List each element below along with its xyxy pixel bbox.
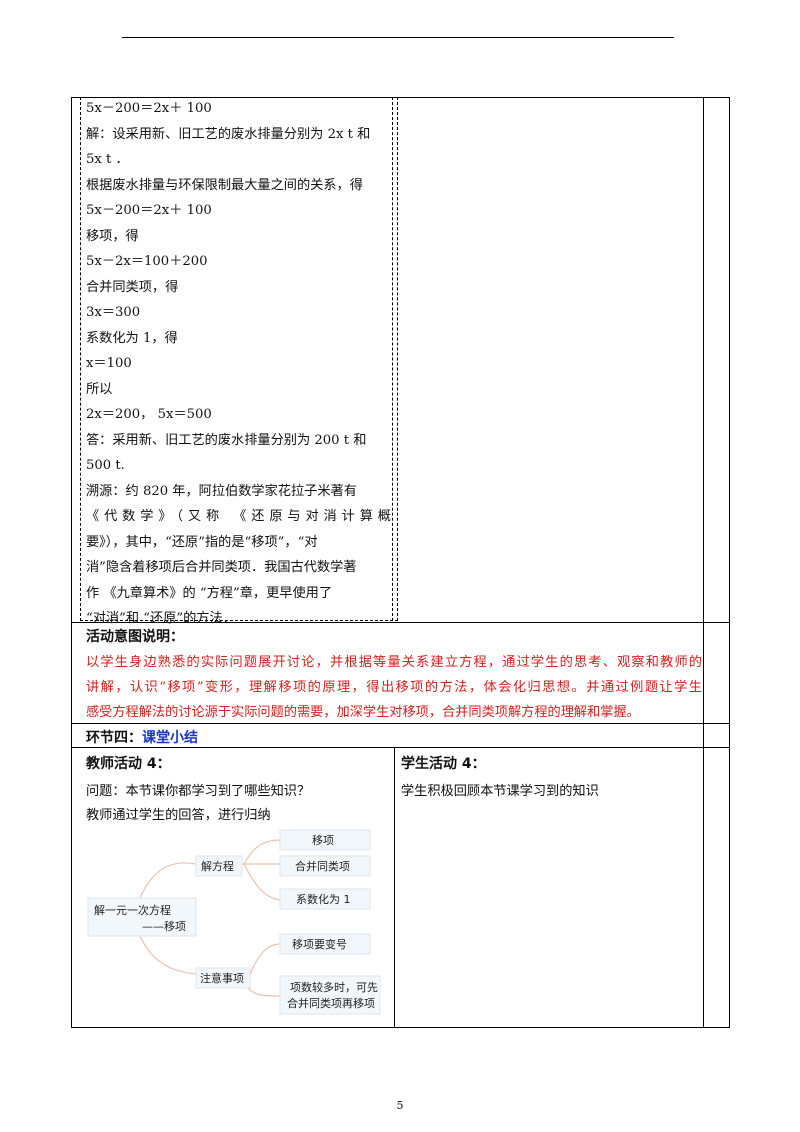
intent-line: 感受方程解法的讨论源于实际问题的需要，加深学生对移项，合并同类项解方程的理解和掌… — [86, 705, 640, 720]
branch1-item-label: 合并同类项 — [295, 859, 350, 873]
section4-prefix: 环节四： — [86, 730, 142, 746]
branch1-label: 解方程 — [201, 859, 234, 873]
branch2-note-line1: 项数较多时，可先 — [290, 980, 378, 994]
teacher-activity-title: 教师活动 4： — [86, 756, 171, 772]
column-divider-activity — [394, 747, 395, 1028]
column-divider-dashed-left — [80, 97, 81, 621]
row-divider-activity — [71, 747, 730, 748]
intent-line: 以学生身边熟悉的实际问题展开讨论，并根据等量关系建立方程，通过学生的思考、观察和… — [86, 655, 702, 670]
branch1-item-node — [279, 888, 371, 910]
solution-line: 3x＝300 — [86, 305, 141, 320]
branch1-node — [195, 855, 243, 877]
lesson-table — [71, 97, 730, 1028]
branch1-item-node — [279, 855, 371, 877]
solution-line: 作 《九章算术》的 “方程”章，更早使用了 — [86, 585, 333, 601]
solution-line: 5x t ． — [86, 152, 129, 167]
solution-line: 要》），其中，“还原”指的是“移项”，“对 — [86, 534, 318, 550]
solution-line: 2x＝200， 5x＝500 — [86, 407, 212, 422]
solution-line: 5x－200＝2x＋ 100 — [86, 101, 212, 116]
solution-line: “对消”和 “还原”的方法． — [86, 611, 236, 626]
section4-name: 课堂小结 — [142, 730, 198, 746]
column-divider-dashed-mid-left — [392, 97, 393, 621]
connector-to-note2 — [245, 985, 281, 997]
solution-line: 所以 — [86, 381, 113, 397]
student-activity-text: 学生积极回顾本节课学习到的知识 — [401, 784, 599, 799]
solution-text: 5x－200＝2x＋ 100 解：设采用新、旧工艺的废水排量分别为 2x t 和… — [86, 96, 391, 632]
solution-line: 5x－200＝2x＋ 100 — [86, 203, 212, 218]
connector-to-item3 — [243, 863, 281, 901]
connector-to-item1 — [243, 839, 281, 865]
branch2-item-label: 移项要变号 — [292, 937, 347, 951]
root-node-line2: ——移项 — [142, 920, 186, 933]
row-divider-intent — [71, 622, 730, 623]
page-number: 5 — [396, 1099, 404, 1112]
teacher-question: 问题：本节课你都学习到了哪些知识？ — [86, 784, 311, 799]
solution-line: 答：采用新、旧工艺的废水排量分别为 200 t 和 — [86, 432, 367, 448]
branch2-label: 注意事项 — [200, 971, 244, 985]
solution-line: 溯源：约 820 年，阿拉伯数学家花拉子米著有 — [86, 483, 357, 499]
intent-title: 活动意图说明： — [86, 629, 184, 645]
solution-line: 《代数学》（又称 《还原与对消计算概 — [86, 509, 391, 524]
solution-line: 解：设采用新、旧工艺的废水排量分别为 2x t 和 — [86, 126, 371, 142]
header-rule — [122, 37, 674, 38]
solution-line: 500 t. — [86, 458, 125, 473]
row-divider-section4 — [71, 723, 730, 724]
table-right-margin-line — [703, 97, 704, 1028]
solution-line: 消”隐含着移项后合并同类项．我国古代数学著 — [86, 560, 357, 575]
branch1-item-node — [279, 829, 371, 851]
section4-header: 环节四：课堂小结 — [86, 727, 198, 747]
branch2-item-node — [279, 933, 371, 955]
solution-line: 合并同类项，得 — [86, 279, 179, 295]
root-node-line1: 解一元一次方程 — [94, 903, 171, 917]
branch1-item-label: 移项 — [312, 834, 334, 847]
row-divider-dashed — [80, 620, 398, 621]
connector-root-branch2 — [139, 935, 197, 975]
intent-line: 讲解，认识“移项”变形，理解移项的原理，得出移项的方法，体会化归思想。并通过例题… — [86, 680, 702, 695]
connector-root-branch1 — [139, 862, 197, 899]
column-divider-dashed-mid-right — [397, 97, 398, 621]
branch2-node — [195, 967, 251, 989]
solution-line: x＝100 — [86, 356, 132, 371]
student-activity-title: 学生活动 4： — [401, 756, 486, 772]
branch1-item-label: 系数化为 1 — [296, 892, 351, 906]
teacher-summary: 教师通过学生的回答，进行归纳 — [86, 808, 271, 823]
solution-line: 移项，得 — [86, 228, 139, 244]
solution-line: 系数化为 1，得 — [86, 330, 178, 346]
branch2-note-line2: 合并同类项再移项 — [287, 996, 375, 1010]
root-node — [87, 897, 197, 937]
mind-map: 解一元一次方程 ——移项 解方程 移项 合并同类项 系数化为 1 注意事项 移项… — [87, 829, 381, 1015]
solution-line: 根据废水排量与环保限制最大量之间的关系，得 — [86, 177, 363, 193]
intent-text: 以学生身边熟悉的实际问题展开讨论，并根据等量关系建立方程，通过学生的思考、观察和… — [86, 650, 702, 725]
connector-to-note1 — [245, 943, 281, 987]
solution-line: 5x－2x＝100＋200 — [86, 254, 208, 269]
branch2-note-node — [279, 975, 381, 1015]
